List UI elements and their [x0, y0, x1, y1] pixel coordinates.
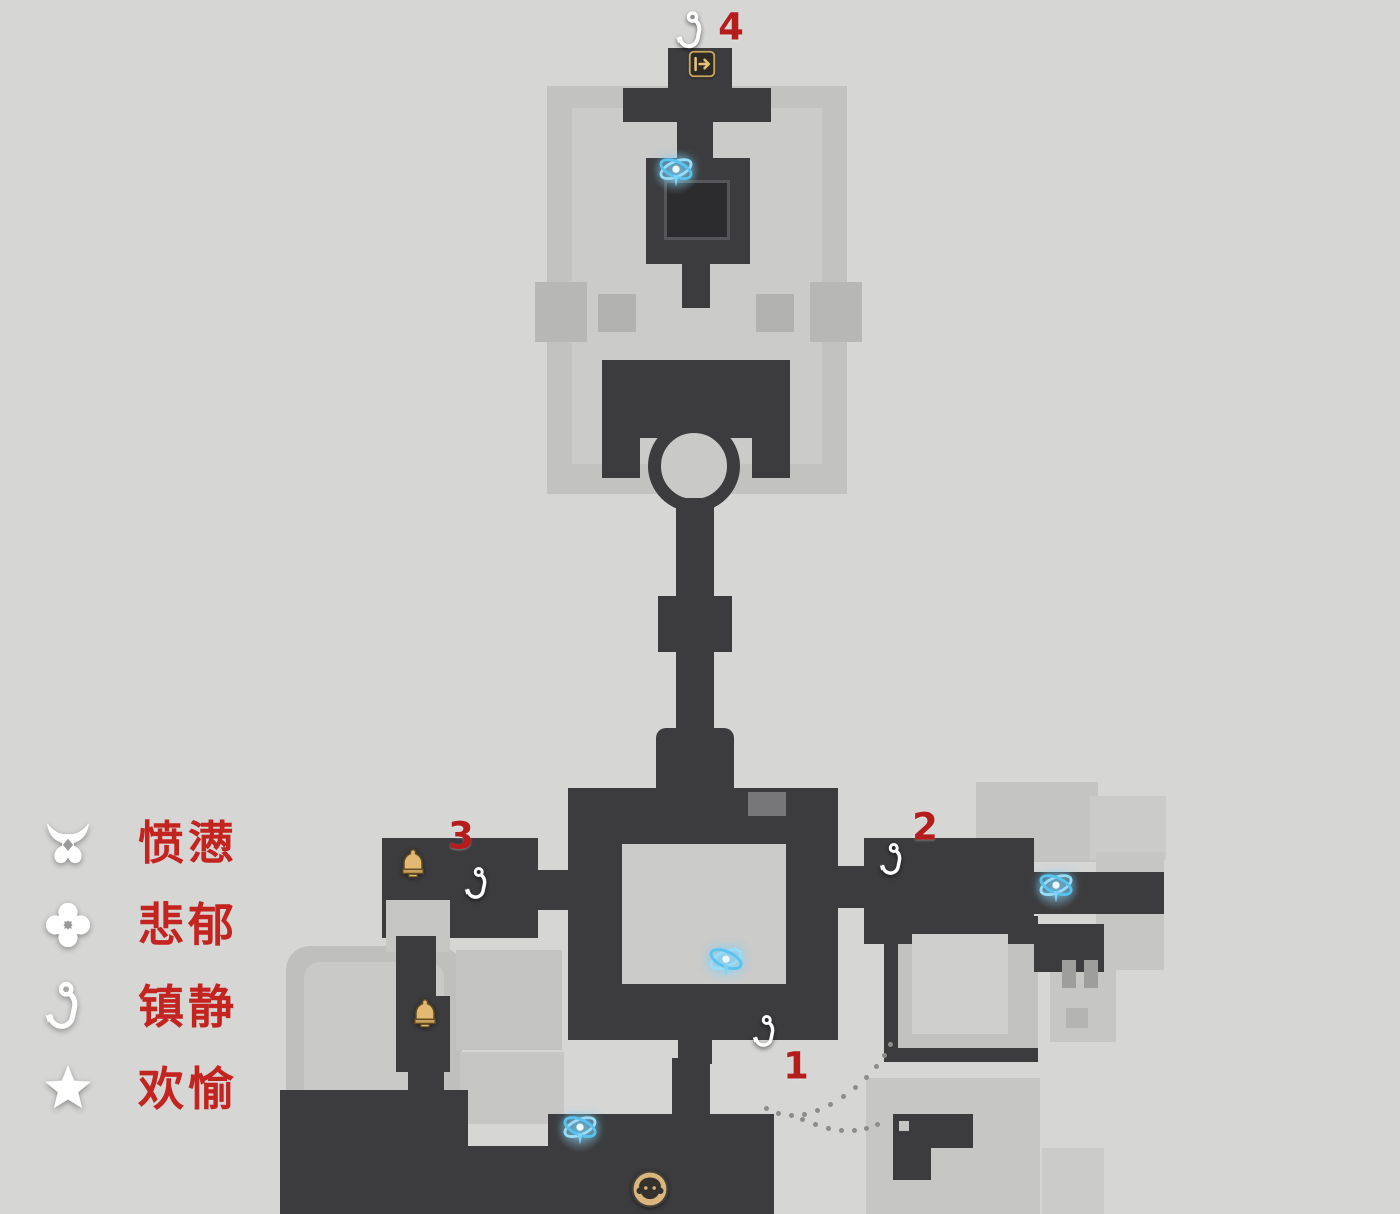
enemy-icon[interactable]	[629, 1168, 671, 1210]
path-dot	[800, 1117, 805, 1122]
map-shape	[656, 728, 734, 788]
path-dot	[813, 1122, 818, 1127]
path-dot	[864, 1126, 869, 1131]
legend-item-calm: 镇静	[40, 978, 238, 1035]
map-shape	[676, 498, 714, 608]
map-shape	[456, 950, 562, 1050]
path-dot	[802, 1112, 807, 1117]
map-shape	[884, 1048, 1038, 1062]
path-dot	[853, 1085, 858, 1090]
map-shape	[682, 262, 710, 308]
path-dot	[764, 1106, 769, 1111]
hook-icon	[461, 865, 499, 903]
space-anchor-icon	[653, 149, 699, 195]
map-shape	[756, 294, 794, 332]
exit-arrow-icon	[688, 50, 716, 78]
map-shape	[810, 282, 862, 342]
path-dot	[789, 1113, 794, 1118]
marker-number-4: 4	[718, 5, 744, 49]
path-dot	[826, 1126, 831, 1131]
space-anchor-icon	[703, 939, 749, 985]
calm-hook-marker-3[interactable]	[461, 865, 499, 903]
path-dot	[841, 1094, 846, 1099]
map-shape	[884, 916, 898, 1062]
treasure-icon[interactable]	[396, 846, 430, 880]
legend-label: 悲郁	[138, 897, 238, 952]
map-shape	[931, 1148, 973, 1180]
path-dot	[882, 1053, 887, 1058]
path-dot	[839, 1128, 844, 1133]
space-anchor-icon[interactable]	[653, 149, 699, 195]
path-dot	[864, 1075, 869, 1080]
map-shape	[672, 1058, 710, 1118]
map-shape	[748, 792, 786, 816]
legend: 愤懑 悲郁 镇静 欢愉	[40, 814, 238, 1117]
map-shape	[460, 1052, 564, 1124]
map-shape	[602, 360, 640, 478]
legend-item-sorrow: 悲郁	[40, 896, 238, 953]
map-shape	[396, 936, 436, 1000]
calm-hook-marker-1[interactable]	[749, 1013, 787, 1051]
map-shape	[1066, 1008, 1088, 1028]
map-shape	[568, 984, 838, 1040]
map-shape	[532, 870, 570, 910]
map-shape	[1062, 960, 1076, 988]
space-anchor-icon	[557, 1107, 603, 1153]
wrath-emblem-icon	[40, 815, 96, 871]
map-shape	[752, 360, 790, 478]
path-dot	[888, 1042, 893, 1047]
map-shape	[899, 1121, 909, 1131]
map-shape	[535, 282, 587, 342]
legend-label: 愤懑	[138, 815, 238, 870]
calm-hook-icon	[40, 979, 96, 1035]
treasure-icon[interactable]	[408, 996, 442, 1030]
map-shape	[598, 294, 636, 332]
space-anchor-icon	[1033, 865, 1079, 911]
map-shape	[658, 596, 732, 652]
treasure-icon	[396, 846, 430, 880]
space-anchor-icon[interactable]	[703, 939, 749, 985]
hook-icon	[749, 1013, 787, 1051]
calm-hook-marker-2[interactable]	[876, 841, 914, 879]
treasure-icon	[408, 996, 442, 1030]
map-shape	[1090, 796, 1166, 860]
joy-star-icon	[40, 1061, 96, 1117]
path-dot	[874, 1064, 879, 1069]
map-shape	[1042, 1148, 1104, 1214]
path-dot	[815, 1108, 820, 1113]
space-anchor-icon[interactable]	[1033, 865, 1079, 911]
marker-number-3: 3	[448, 814, 474, 858]
path-dot	[828, 1102, 833, 1107]
legend-item-wrath: 愤懑	[40, 814, 238, 871]
map-shape	[648, 420, 740, 512]
map-shape	[884, 916, 1038, 928]
map-shape	[1084, 960, 1098, 988]
path-dot	[875, 1122, 880, 1127]
path-dot	[776, 1111, 781, 1116]
hook-icon	[876, 841, 914, 879]
legend-label: 镇静	[138, 979, 238, 1034]
calm-hook-marker-4[interactable]	[672, 9, 716, 53]
path-dot	[852, 1128, 857, 1133]
marker-number-1: 1	[783, 1044, 809, 1088]
space-anchor-icon[interactable]	[557, 1107, 603, 1153]
map-shape	[623, 88, 771, 122]
legend-label: 欢愉	[138, 1061, 238, 1116]
map-shape	[912, 934, 1008, 1034]
legend-item-joy: 欢愉	[40, 1060, 238, 1117]
exit-arrow-icon[interactable]	[688, 50, 716, 78]
hook-icon	[672, 9, 716, 53]
sorrow-clover-icon	[40, 897, 96, 953]
marker-number-2: 2	[912, 805, 938, 849]
enemy-icon	[629, 1168, 671, 1210]
map-shape	[676, 650, 714, 734]
